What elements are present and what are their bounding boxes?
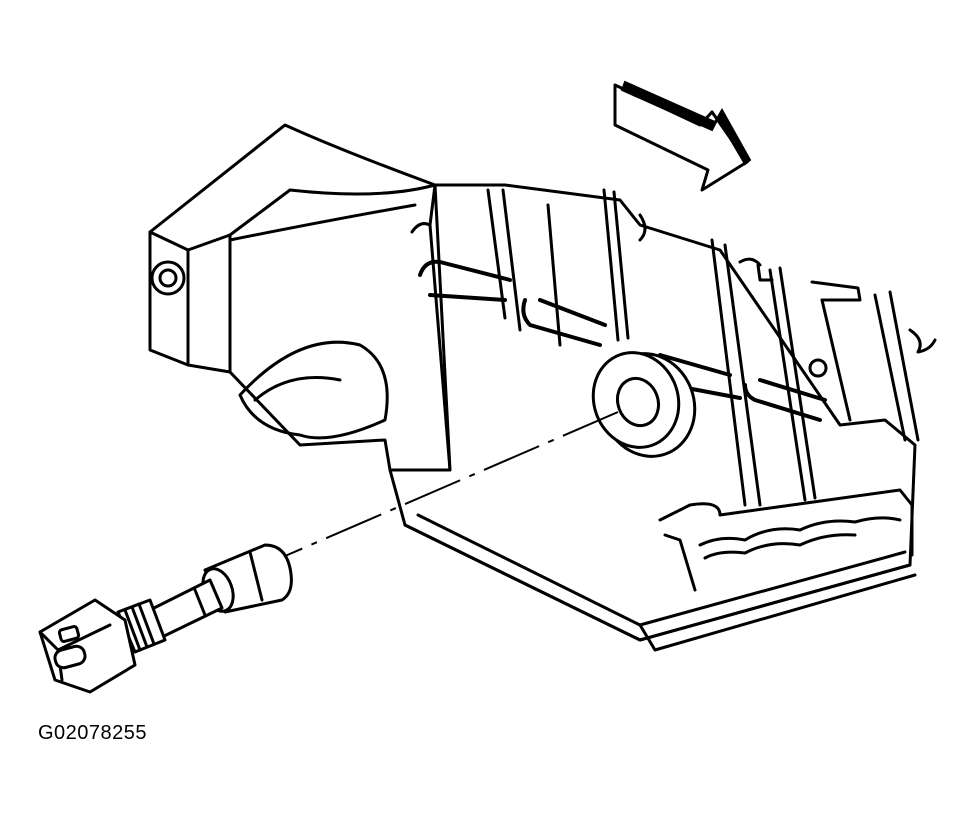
housing-bracket <box>148 123 452 472</box>
front-arrow-icon <box>613 80 752 192</box>
port-grommet <box>591 351 697 458</box>
bracket-bolt <box>150 260 186 296</box>
alignment-line <box>284 411 619 557</box>
sensor-plug-icon <box>38 543 293 694</box>
figure-id-label: G02078255 <box>38 722 148 744</box>
